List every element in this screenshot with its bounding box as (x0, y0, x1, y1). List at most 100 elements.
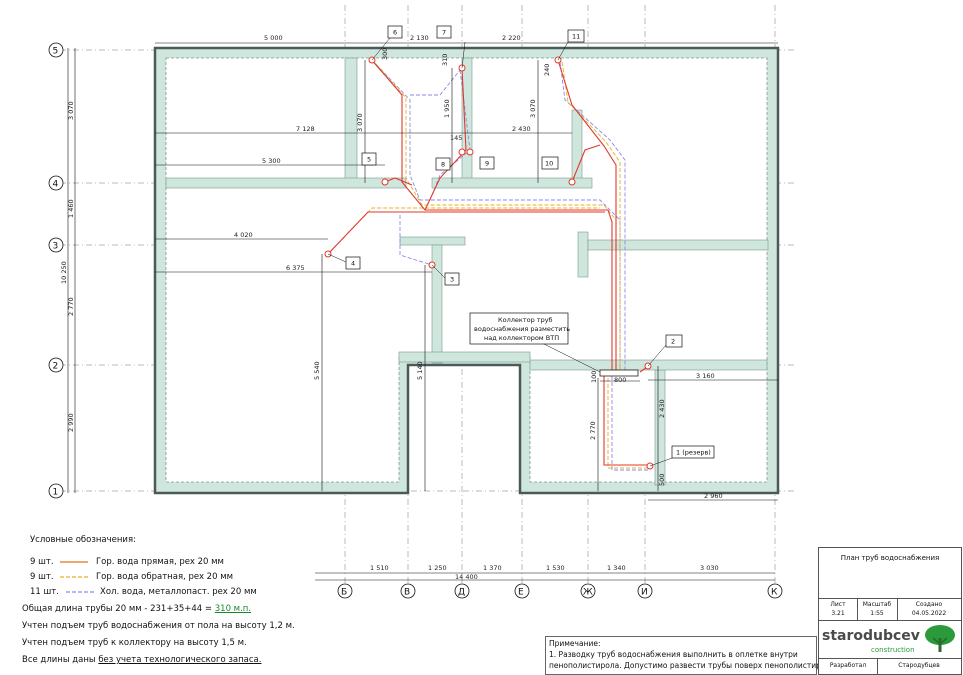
dim-left-2990: 2 990 (67, 413, 75, 432)
tag-8: 8 (441, 161, 445, 169)
dim-v-5540: 5 540 (313, 361, 321, 380)
legend-title: Условные обозначения: (30, 535, 136, 545)
tag-5: 5 (367, 156, 371, 164)
legend-label-cold: Хол. вода, металлопаст. pex 20 мм (100, 587, 257, 597)
tag-11: 11 (572, 33, 580, 41)
tag-6: 6 (393, 29, 397, 37)
total-note-4-link: без учета технологического запаса. (98, 655, 262, 665)
total-length-prefix: Общая длина трубы 20 мм - 231+35+44 = (22, 604, 213, 614)
dim-bottom-1: 1 510 (370, 564, 389, 572)
tb-scale-label: Масштаб (862, 601, 892, 608)
row-axis-5: 5 (53, 47, 59, 57)
tb-brand: starodubcev (822, 628, 920, 644)
tb-sheet-value: 3.21 (831, 610, 845, 617)
title-block: План труб водоснабжения Лист 3.21 Масшта… (818, 547, 962, 675)
tag-9: 9 (485, 160, 489, 168)
dim-left-1460: 1 460 (67, 199, 75, 218)
dim-5300: 5 300 (262, 157, 281, 165)
tb-sheet-label: Лист (830, 601, 846, 608)
dim-top-mid: 2 130 (410, 34, 429, 42)
dim-800: 800 (614, 376, 626, 384)
legend-swatches (60, 561, 94, 593)
tb-scale-value: 1:55 (870, 610, 884, 617)
dim-top-left: 5 000 (264, 34, 283, 42)
legend-count-return: 9 шт. (30, 572, 54, 582)
tag-1-reserve: 1 (резерв) (676, 449, 711, 457)
dim-v-2770: 2 770 (589, 421, 597, 440)
dim-bottom-2: 1 250 (428, 564, 447, 572)
walls (153, 46, 780, 495)
legend-label-hot: Гор. вода прямая, pex 20 мм (96, 557, 224, 567)
dim-7128: 7 128 (296, 125, 315, 133)
legend-count-hot: 9 шт. (30, 557, 54, 567)
tag-4: 4 (351, 260, 355, 268)
col-axis-i: И (641, 588, 648, 598)
dim-left-total: 10 250 (60, 261, 68, 284)
dim-2430: 2 430 (512, 125, 531, 133)
collector-note-line-2: водоснабжения разместить (474, 325, 570, 333)
dim-v-5140: 5 140 (416, 361, 424, 380)
total-note-3: Учтен подъем труб к коллектору на высоту… (22, 638, 247, 648)
tag-7: 7 (442, 29, 446, 37)
tag-10: 10 (545, 160, 553, 168)
remark-line-2: пенополистирола. Допустимо развести труб… (549, 661, 838, 670)
outlets (324, 56, 654, 470)
row-axis-1: 1 (53, 488, 59, 498)
col-axis-b: Б (341, 588, 347, 598)
col-axis-v: В (404, 588, 410, 598)
row-axis-4: 4 (53, 180, 59, 190)
dim-v-240: 240 (543, 64, 551, 76)
dim-v-1950: 1 950 (443, 99, 451, 118)
total-note-4-prefix: Все длины даны (22, 655, 96, 665)
remark-box: Примечание: 1. Разводку труб водоснабжен… (545, 636, 837, 675)
row-axis-3: 3 (53, 242, 59, 252)
total-length: Общая длина трубы 20 мм - 231+35+44 = 31… (22, 604, 251, 614)
dim-left-2770: 2 770 (67, 297, 75, 316)
col-axis-e: Е (518, 588, 524, 598)
dim-bottom-3: 1 370 (483, 564, 502, 572)
total-length-value: 310 м.п. (214, 604, 252, 614)
dim-top-right: 2 220 (502, 34, 521, 42)
tb-dev-label: Разработал (829, 662, 867, 669)
collector-note-line-1: Коллектор труб (498, 316, 553, 324)
col-axis-k: К (771, 588, 778, 598)
dim-6375: 6 375 (286, 264, 305, 272)
tb-dev-value: Стародубцев (898, 662, 940, 669)
total-note-2: Учтен подъем труб водоснабжения от пола … (22, 621, 295, 631)
collector-note: Коллектор труб водоснабжения разместить … (469, 312, 601, 373)
dim-bottom-total: 14 400 (455, 573, 478, 581)
legend-label-return: Гор. вода обратная, pex 20 мм (96, 572, 234, 582)
outlet-tags: 6 7 11 5 8 9 10 4 3 2 1 (резерв) (327, 25, 715, 467)
legend-count-cold: 11 шт. (30, 587, 59, 597)
dim-145: 145 (450, 134, 462, 142)
collector-box (599, 369, 639, 377)
dim-bottom-5: 1 340 (607, 564, 626, 572)
dim-v-3070a: 3 070 (356, 113, 364, 132)
tag-3: 3 (450, 276, 454, 284)
row-axis-2: 2 (53, 362, 59, 372)
dim-bottom-4: 1 530 (546, 564, 565, 572)
dim-v-300: 300 (381, 48, 389, 60)
dim-v-2430: 2 430 (658, 399, 666, 418)
dimension-labels: 5 000 2 130 2 220 7 128 2 430 145 5 300 … (60, 34, 723, 581)
col-axis-d: Д (458, 588, 465, 598)
dim-4020: 4 020 (234, 231, 253, 239)
dim-3160: 3 160 (696, 372, 715, 380)
tb-brand-sub: construction (871, 646, 915, 654)
dim-left-3070: 3 070 (67, 101, 75, 120)
tree-logo-icon (925, 625, 955, 652)
dim-v-100: 100 (590, 371, 598, 383)
dim-v-500: 500 (658, 474, 666, 486)
tb-title: План труб водоснабжения (840, 554, 940, 562)
dim-v-310: 310 (441, 54, 449, 66)
collector-note-line-3: над коллектором ВТП (484, 334, 559, 342)
remark-line-1: 1. Разводку труб водоснабжения выполнить… (549, 650, 798, 659)
remark-title: Примечание: (549, 639, 601, 648)
tag-2: 2 (671, 338, 675, 346)
col-axis-zh: Ж (583, 588, 593, 598)
dim-2960: 2 960 (704, 492, 723, 500)
tb-created-label: Создано (915, 601, 943, 608)
dim-bottom-6: 3 030 (700, 564, 719, 572)
pipes (327, 57, 651, 471)
